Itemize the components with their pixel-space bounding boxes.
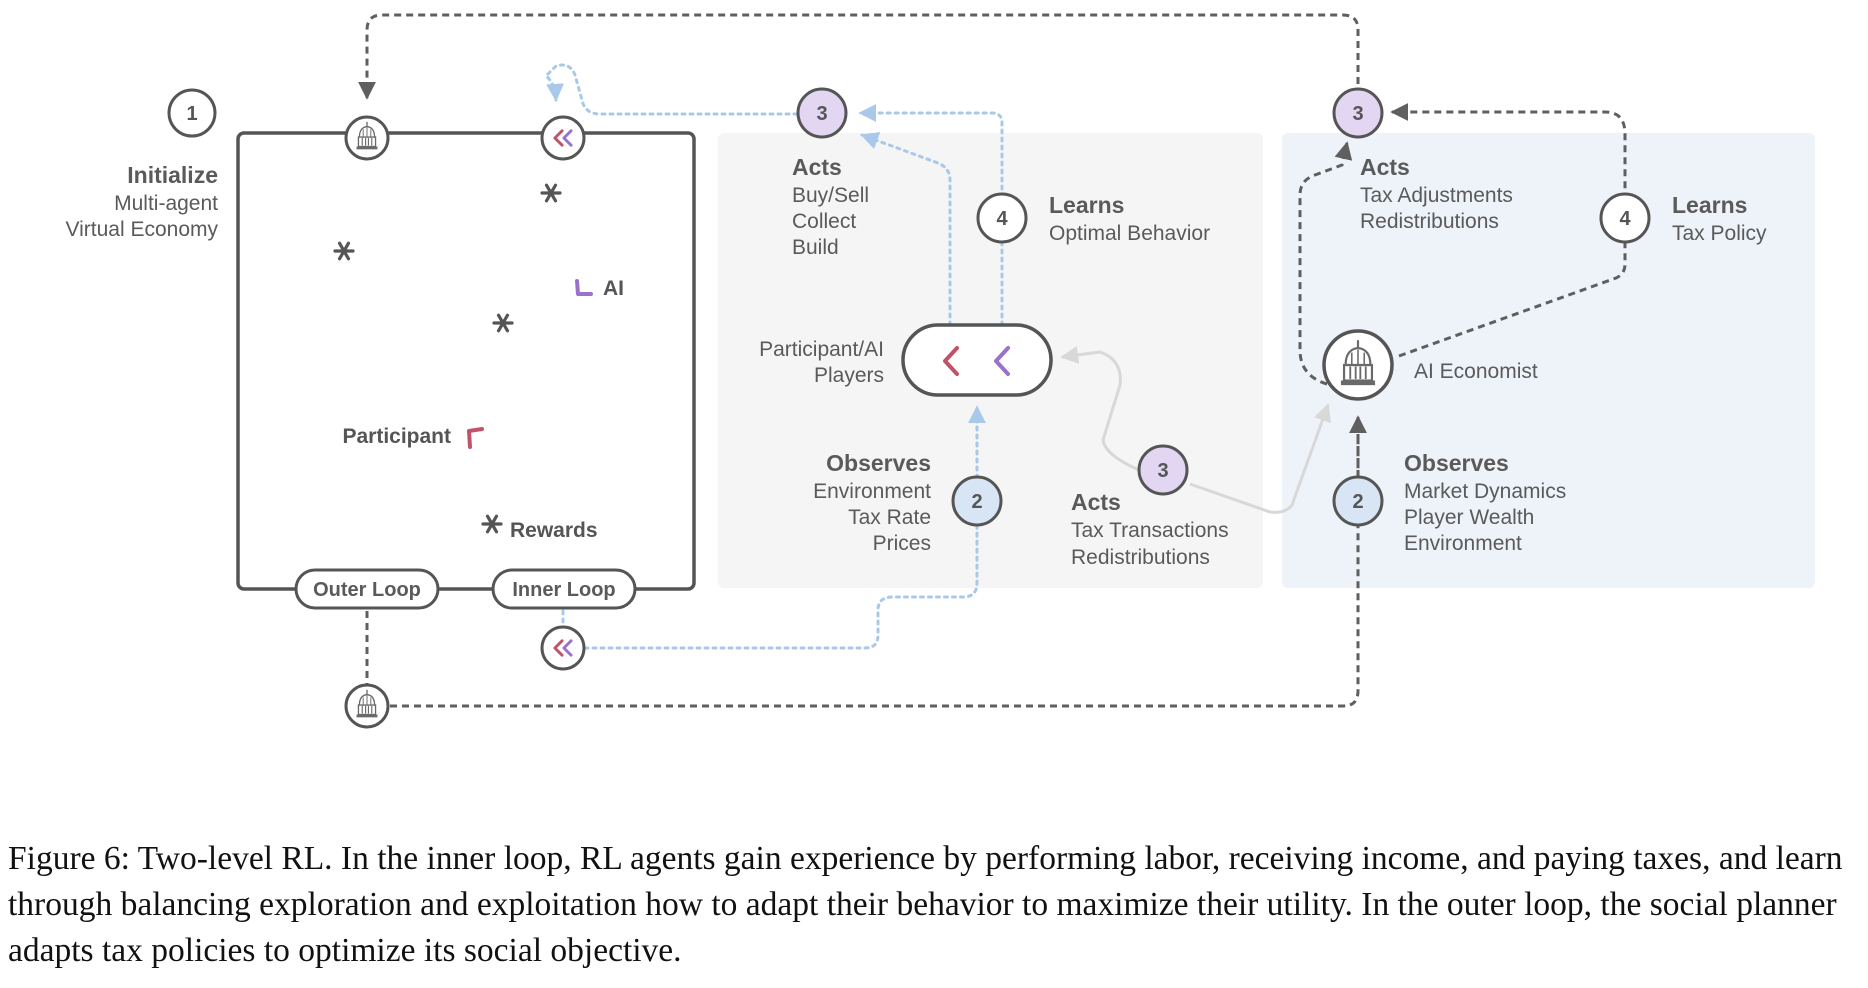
acts-middle-line-2: Collect (792, 210, 856, 233)
svg-text:4: 4 (996, 208, 1008, 230)
agents-node-bottom (540, 625, 586, 671)
svg-text:2: 2 (1352, 491, 1363, 513)
observes-right-line-3: Environment (1404, 532, 1522, 555)
acts-right-line-1: Tax Adjustments (1360, 184, 1513, 207)
acts-center-line-1: Tax Transactions (1071, 519, 1229, 542)
rewards-label: Rewards (510, 519, 598, 542)
figure-caption: Figure 6: Two-level RL. In the inner loo… (8, 840, 1843, 969)
svg-text:2: 2 (971, 491, 982, 513)
svg-text:3: 3 (1157, 460, 1168, 482)
right-panel (1282, 133, 1815, 588)
svg-text:Outer Loop: Outer Loop (313, 579, 421, 601)
learns-right-title: Learns (1672, 192, 1747, 218)
agents-node-top (540, 115, 586, 161)
outer-loop-bottom-arrow (390, 415, 1367, 708)
learns-middle-arrow (858, 104, 1004, 327)
svg-text:3: 3 (816, 103, 827, 125)
acts-middle-line-3: Build (792, 236, 839, 259)
players-label-2: Players (814, 364, 884, 387)
ai-agent-icon (575, 279, 593, 296)
acts-center-title: Acts (1071, 489, 1121, 515)
two-level-rl-diagram: 1 3 4 2 3 3 4 2 Outer Loop Inner Loop In… (65, 13, 1815, 729)
acts-right-arrow (1298, 141, 1353, 386)
ai-economist-label: AI Economist (1414, 360, 1538, 383)
ai-label: AI (603, 277, 624, 300)
step-circle-learns-right: 4 (1599, 192, 1651, 244)
initialize-line-1: Multi-agent (114, 192, 218, 215)
acts-middle-line-1: Buy/Sell (792, 184, 869, 207)
players-pill (901, 323, 1053, 397)
participant-agent-icon (467, 427, 484, 449)
economy-box (236, 131, 696, 591)
capitol-node-bottom (344, 683, 390, 729)
observes-right-line-1: Market Dynamics (1404, 480, 1566, 503)
step-circle-observes-right: 2 (1332, 475, 1384, 527)
observes-middle-line-2: Tax Rate (848, 506, 931, 529)
observes-right-line-2: Player Wealth (1404, 506, 1534, 529)
svg-text:1: 1 (186, 103, 197, 125)
ai-economist-node (1322, 329, 1394, 401)
inner-loop-pill: Inner Loop (491, 568, 637, 610)
learns-right-line-1: Tax Policy (1672, 222, 1767, 245)
step-circle-initialize: 1 (167, 88, 217, 138)
acts-center-line-2: Redistributions (1071, 546, 1210, 569)
tax-transactions-to-economist-arrow (1189, 403, 1331, 514)
acts-middle-title: Acts (792, 154, 842, 180)
acts-middle-arrow (860, 132, 952, 327)
step-circle-acts-middle: 3 (796, 87, 848, 139)
inner-loop-bottom-arrow (583, 522, 979, 650)
capitol-node-top (344, 115, 390, 161)
acts-right-title: Acts (1360, 154, 1410, 180)
svg-text:Inner Loop: Inner Loop (512, 579, 615, 601)
participant-label: Participant (342, 425, 451, 448)
step-circle-observes-middle: 2 (951, 475, 1003, 527)
observes-middle-title: Observes (826, 450, 931, 476)
learns-middle-line-1: Optimal Behavior (1049, 222, 1210, 245)
outer-loop-top-arrow (358, 13, 1360, 100)
step-circle-acts-center: 3 (1137, 444, 1189, 496)
players-label-1: Participant/AI (759, 338, 884, 361)
step-circle-acts-right: 3 (1332, 87, 1384, 139)
step-circle-learns-middle: 4 (976, 192, 1028, 244)
tax-transactions-to-players-arrow (1060, 345, 1140, 472)
learns-middle-title: Learns (1049, 192, 1124, 218)
observes-middle-line-1: Environment (813, 480, 931, 503)
outer-loop-pill: Outer Loop (294, 568, 440, 610)
initialize-line-2: Virtual Economy (65, 218, 218, 241)
initialize-title: Initialize (127, 162, 218, 188)
acts-right-line-2: Redistributions (1360, 210, 1499, 233)
observes-right-title: Observes (1404, 450, 1509, 476)
svg-text:4: 4 (1619, 208, 1631, 230)
observes-middle-line-3: Prices (873, 532, 931, 555)
svg-text:3: 3 (1352, 103, 1363, 125)
inner-loop-top-arrow (543, 63, 799, 116)
